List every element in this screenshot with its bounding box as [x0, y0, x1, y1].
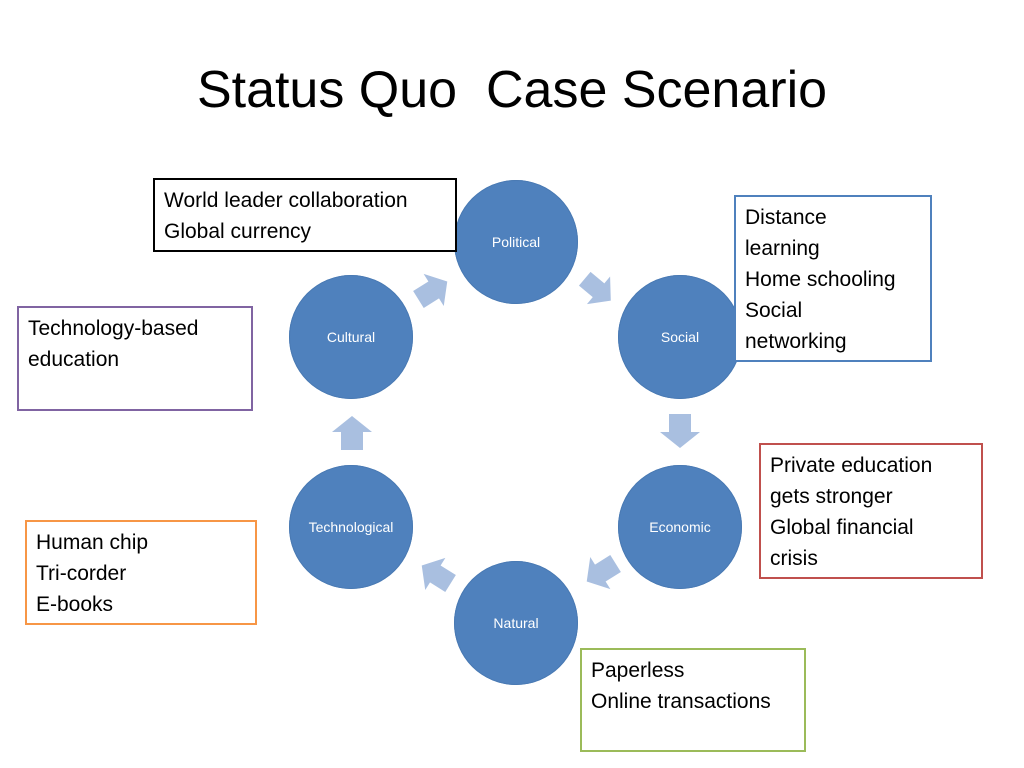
- callout-political-line: World leader collaboration: [164, 189, 408, 212]
- callout-economic-line: Private education: [770, 454, 933, 477]
- arrow-cultural-to-political: [413, 273, 448, 308]
- callout-natural-line: Paperless: [591, 659, 685, 682]
- arrow-technological-to-cultural: [332, 416, 372, 450]
- node-technological: Technological: [289, 465, 413, 589]
- arrow-economic-to-natural: [586, 555, 621, 590]
- arrow-social-to-economic: [660, 414, 700, 448]
- callout-social-line: learning: [745, 237, 820, 260]
- callout-technological: Human chip Tri-corder E-books: [25, 520, 257, 625]
- node-natural-label: Natural: [493, 615, 539, 631]
- node-social: Social: [618, 275, 742, 399]
- node-political-label: Political: [491, 234, 541, 250]
- callout-economic-line: crisis: [770, 547, 818, 570]
- callout-political-line: Global currency: [164, 220, 312, 243]
- callout-cultural: Technology-based education: [17, 306, 253, 411]
- callout-cultural-line: Technology-based: [28, 317, 199, 340]
- node-economic: Economic: [618, 465, 742, 589]
- callout-social: Distance learning Home schooling Social …: [734, 195, 932, 362]
- callout-cultural-line: education: [28, 348, 120, 371]
- node-social-label: Social: [660, 329, 700, 345]
- callout-social-line: Social: [745, 299, 803, 322]
- callout-economic-line: Global financial: [770, 516, 914, 539]
- callout-technological-line: E-books: [36, 593, 114, 616]
- node-economic-label: Economic: [649, 519, 711, 535]
- callout-political: World leader collaboration Global curren…: [153, 178, 457, 252]
- slide-title: Status Quo Case Scenario: [196, 61, 828, 119]
- arrow-political-to-social: [578, 271, 611, 305]
- callout-social-line: Distance: [745, 206, 827, 229]
- callout-economic: Private education gets stronger Global f…: [759, 443, 983, 579]
- node-political: Political: [454, 180, 578, 304]
- callout-natural-line: Online transactions: [591, 690, 771, 713]
- node-cultural: Cultural: [289, 275, 413, 399]
- callout-social-line: networking: [745, 330, 847, 353]
- callout-technological-line: Human chip: [36, 531, 149, 554]
- arrow-natural-to-technological: [421, 557, 456, 592]
- callout-economic-line: gets stronger: [770, 485, 893, 508]
- callout-social-line: Home schooling: [745, 268, 896, 291]
- callout-technological-line: Tri-corder: [36, 562, 127, 585]
- node-natural: Natural: [454, 561, 578, 685]
- node-cultural-label: Cultural: [326, 329, 376, 345]
- callout-natural: Paperless Online transactions: [580, 648, 806, 752]
- node-technological-label: Technological: [308, 519, 394, 535]
